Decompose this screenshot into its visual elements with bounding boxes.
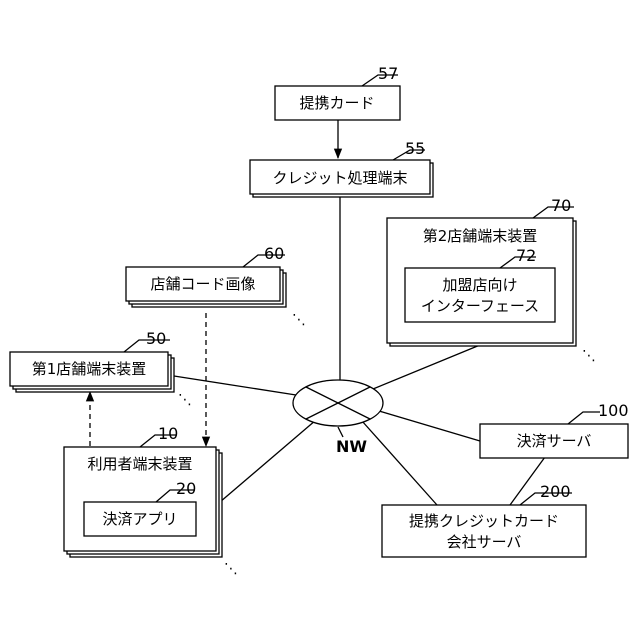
payment-app-label: 決済アプリ [102,510,177,528]
store2-more-ellipsis: ⋱ [582,348,596,364]
merchant-interface-label-line2: インターフェース [421,297,539,315]
link-payment-server-network [379,411,480,441]
store1-device-node: 第1店舗端末装置 50 ⋱ [10,329,192,408]
link-card-company-network [362,421,437,505]
payment-server-node: 決済サーバ 100 [480,401,629,458]
network-node: NW [293,380,383,456]
user-terminal-label: 利用者端末装置 [87,455,192,473]
partner-card-label: 提携カード [299,94,374,112]
store1-device-label: 第1店舗端末装置 [32,360,147,378]
merchant-interface-ref: 72 [516,246,536,265]
store1-more-ellipsis: ⋱ [178,392,192,408]
user-terminal-ref: 10 [158,424,178,443]
store1-device-ref: 50 [146,329,166,348]
user-terminal-node: 利用者端末装置 10 決済アプリ 20 ⋱ [64,424,238,577]
card-company-server-label-line1: 提携クレジットカード [409,512,559,530]
store2-device-node: 第2店舗端末装置 70 加盟店向け インターフェース 72 ⋱ [387,196,596,364]
payment-server-leader [568,412,600,424]
network-label-leader [338,427,343,437]
store-code-image-ref: 60 [264,244,284,263]
card-company-server-label-line2: 会社サーバ [447,533,522,551]
link-user-terminal-network [220,420,316,502]
payment-server-ref: 100 [598,401,629,420]
partner-card-ref: 57 [378,64,398,83]
store2-device-label: 第2店舗端末装置 [423,227,538,245]
user-terminal-more-ellipsis: ⋱ [224,561,238,577]
merchant-interface-label-line1: 加盟店向け [442,276,517,294]
card-company-server-node: 提携クレジットカード 会社サーバ 200 [382,482,586,557]
credit-terminal-label: クレジット処理端末 [272,169,407,187]
store2-device-ref: 70 [551,196,571,215]
store-code-image-more-ellipsis: ⋱ [292,312,306,328]
store-code-image-node: 店舗コード画像 60 ⋱ [126,244,306,328]
card-company-server-ref: 200 [540,482,571,501]
network-label: NW [336,437,367,456]
payment-server-label: 決済サーバ [517,432,592,450]
credit-terminal-ref: 55 [405,139,425,158]
payment-app-ref: 20 [176,479,196,498]
credit-terminal-node: クレジット処理端末 55 [250,139,433,197]
partner-card-node: 提携カード 57 [275,64,400,120]
link-store2-network [373,345,480,389]
link-store1-network [174,376,296,395]
store-code-image-label: 店舗コード画像 [150,275,255,293]
